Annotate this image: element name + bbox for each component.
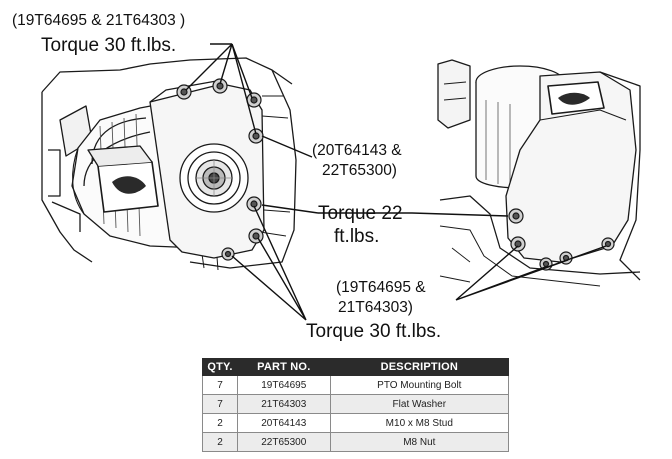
callout-stud-parts-line1: (20T64143 & [312,142,402,159]
table-row: 2 20T64143 M10 x M8 Stud [202,413,510,433]
cell-part-no: 19T64695 [236,375,331,395]
left-engine-view [41,57,297,271]
cell-part-no: 20T64143 [236,413,331,433]
callout-top-left-torque: Torque 30 ft.lbs. [41,35,177,56]
cell-description: M8 Nut [329,432,510,452]
table-row: 7 19T64695 PTO Mounting Bolt [202,375,510,395]
cell-description: PTO Mounting Bolt [329,375,510,395]
callout-mid-torque-line2: ft.lbs. [334,226,380,247]
cell-part-no: 21T64303 [236,394,331,414]
header-qty: QTY. [202,358,238,376]
cell-qty: 7 [202,394,238,414]
leader-lines [185,43,607,321]
table-row: 7 21T64303 Flat Washer [202,394,510,414]
cell-description: Flat Washer [329,394,510,414]
callout-bottom-torque: Torque 30 ft.lbs. [306,321,442,342]
header-part-no: PART NO. [236,358,331,376]
cell-qty: 2 [202,413,238,433]
callout-bottom-parts-line1: (19T64695 & [336,279,426,296]
parts-table: QTY. PART NO. DESCRIPTION 7 19T64695 PTO… [202,358,510,452]
cell-qty: 2 [202,432,238,452]
right-engine-view [437,59,641,287]
cell-description: M10 x M8 Stud [329,413,510,433]
callout-bottom-parts-line2: 21T64303) [338,299,413,316]
callout-top-left-parts: (19T64695 & 21T64303 ) [12,12,186,29]
cell-part-no: 22T65300 [236,432,331,452]
table-row: 2 22T65300 M8 Nut [202,432,510,452]
cell-qty: 7 [202,375,238,395]
table-header-row: QTY. PART NO. DESCRIPTION [202,358,510,376]
header-description: DESCRIPTION [329,358,510,376]
callout-mid-torque-line1: Torque 22 [318,203,403,224]
callout-stud-parts-line2: 22T65300) [322,162,397,179]
